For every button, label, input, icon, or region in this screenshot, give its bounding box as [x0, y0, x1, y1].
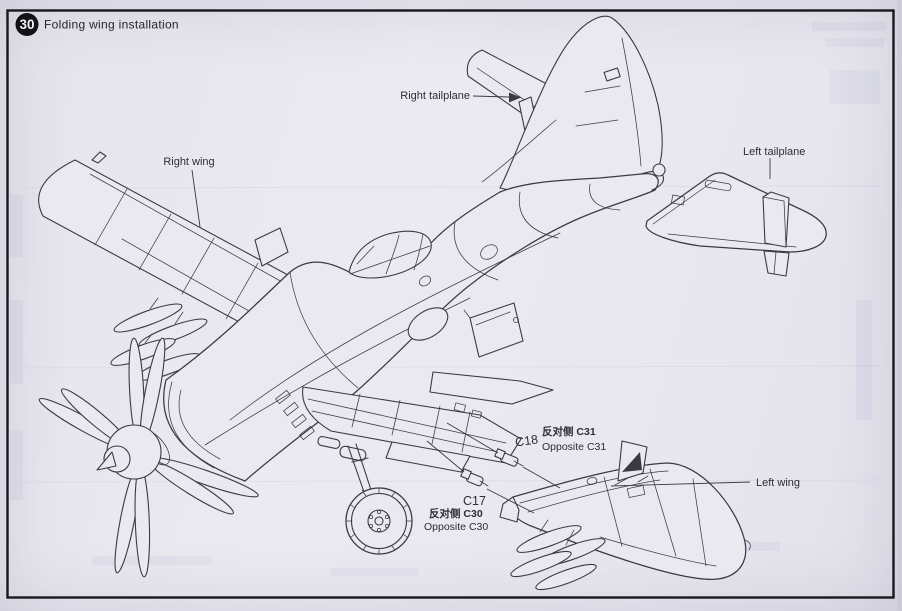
label-right-wing: Right wing [163, 156, 214, 168]
callout-c18-line-en: Opposite C31 [542, 441, 606, 453]
centre-wing-stub-drawing [302, 386, 522, 473]
scan-edge-shade [897, 0, 902, 611]
part-c17-drawing [460, 468, 489, 487]
left-tailplane-drawing [645, 172, 827, 277]
leader-arrowhead [509, 92, 521, 103]
part-c18-drawing [494, 448, 524, 467]
callout-c18-part: C18 [514, 432, 539, 449]
air-brake-panel-drawing [463, 302, 524, 358]
callout-c17: C17 反对侧 C30 Opposite C30 [424, 494, 488, 533]
left-wing-drawing [499, 440, 751, 591]
callout-c18: C18 反对侧 C31 Opposite C31 [514, 425, 606, 453]
step-number: 30 [19, 17, 34, 32]
tail-fin-drawing [481, 15, 663, 198]
step-number-badge: 30 [15, 13, 39, 36]
label-left-tailplane: Left tailplane [743, 146, 805, 158]
page-border-frame [6, 9, 895, 599]
callout-c17-line-cn: 反对侧 C30 [429, 507, 483, 520]
label-right-tailplane: Right tailplane [400, 90, 470, 102]
callout-c17-part: C17 [463, 494, 486, 508]
page-title: Folding wing installation [44, 18, 179, 32]
exhaust-stubs [275, 389, 315, 441]
left-wing-fold-bracket [614, 440, 649, 486]
tire-treads [346, 487, 412, 555]
cockpit-canopy-drawing [348, 230, 432, 279]
callout-c18-line-cn: 反对侧 C31 [542, 425, 596, 438]
landing-gear-drawing [345, 443, 413, 555]
part-leader-lines [426, 422, 561, 514]
badge-circle-icon [15, 13, 39, 36]
right-wing-drawing [38, 151, 313, 345]
propeller-drawing [38, 337, 259, 578]
label-left-wing: Left wing [756, 477, 800, 489]
ventral-flap-drawing [429, 371, 554, 405]
label-leader-lines [191, 92, 771, 487]
left-wing-rockets [510, 519, 606, 591]
callout-c17-line-en: Opposite C30 [424, 521, 488, 533]
